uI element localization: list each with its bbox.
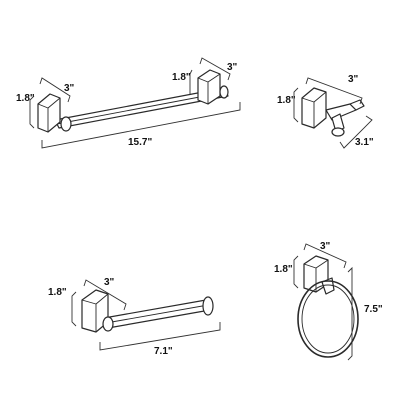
paper-holder-diagram: 3" 1.8" 7.1"	[48, 277, 221, 357]
robe-hook-depth-line	[305, 77, 363, 105]
towel-bar-length-line	[41, 102, 241, 149]
towel-ring-diagram: 3" 1.8" 7.5"	[274, 241, 383, 361]
towel-bar-length-label: 15.7"	[128, 137, 152, 148]
towel-ring-drop-line	[347, 266, 353, 361]
towel-bar-left-mount	[37, 93, 72, 133]
towel-bar-left-height-line	[29, 95, 35, 129]
paper-holder-mount	[81, 289, 114, 333]
paper-holder-length-label: 7.1"	[154, 346, 173, 357]
robe-hook-height-line	[293, 87, 299, 123]
towel-ring-height-label: 1.8"	[274, 264, 293, 275]
towel-bar-right-height-line	[189, 69, 193, 94]
towel-bar-right-depth-label: 3"	[227, 62, 238, 73]
towel-ring-depth-line	[303, 243, 347, 269]
towel-bar-right-mount	[197, 69, 229, 105]
robe-hook-mount	[301, 87, 327, 129]
towel-bar-base-height-label: 1.8"	[16, 93, 35, 104]
towel-bar-base-depth-label: 3"	[64, 83, 75, 94]
towel-bar-left-depth-line	[39, 77, 71, 103]
robe-hook-projection-label: 3.1"	[355, 137, 374, 148]
towel-bar-right-depth-line	[199, 57, 231, 81]
robe-hook-height-label: 1.8"	[277, 95, 296, 106]
paper-holder-depth-label: 3"	[104, 277, 115, 288]
towel-ring-height-line	[293, 255, 299, 289]
robe-hook-diagram: 3" 1.8" 3.1"	[277, 74, 374, 149]
paper-holder-depth-line	[83, 279, 127, 311]
robe-hook-arm	[325, 99, 365, 137]
robe-hook-depth-label: 3"	[348, 74, 359, 85]
paper-holder-height-line	[71, 291, 77, 327]
towel-bar-right-height-label: 1.8"	[172, 72, 191, 83]
towel-ring-hoop	[297, 280, 359, 358]
robe-hook-projection-line	[339, 115, 373, 149]
towel-ring-mount	[303, 255, 335, 295]
paper-holder-length-line	[99, 322, 221, 351]
paper-holder-height-label: 1.8"	[48, 287, 67, 298]
towel-ring-depth-label: 3"	[320, 241, 331, 252]
paper-holder-arm	[103, 296, 214, 329]
towel-ring-drop-label: 7.5"	[364, 304, 383, 315]
towel-bar-diagram: 3" 1.8" 1.8" 3" 15.7"	[16, 57, 241, 149]
